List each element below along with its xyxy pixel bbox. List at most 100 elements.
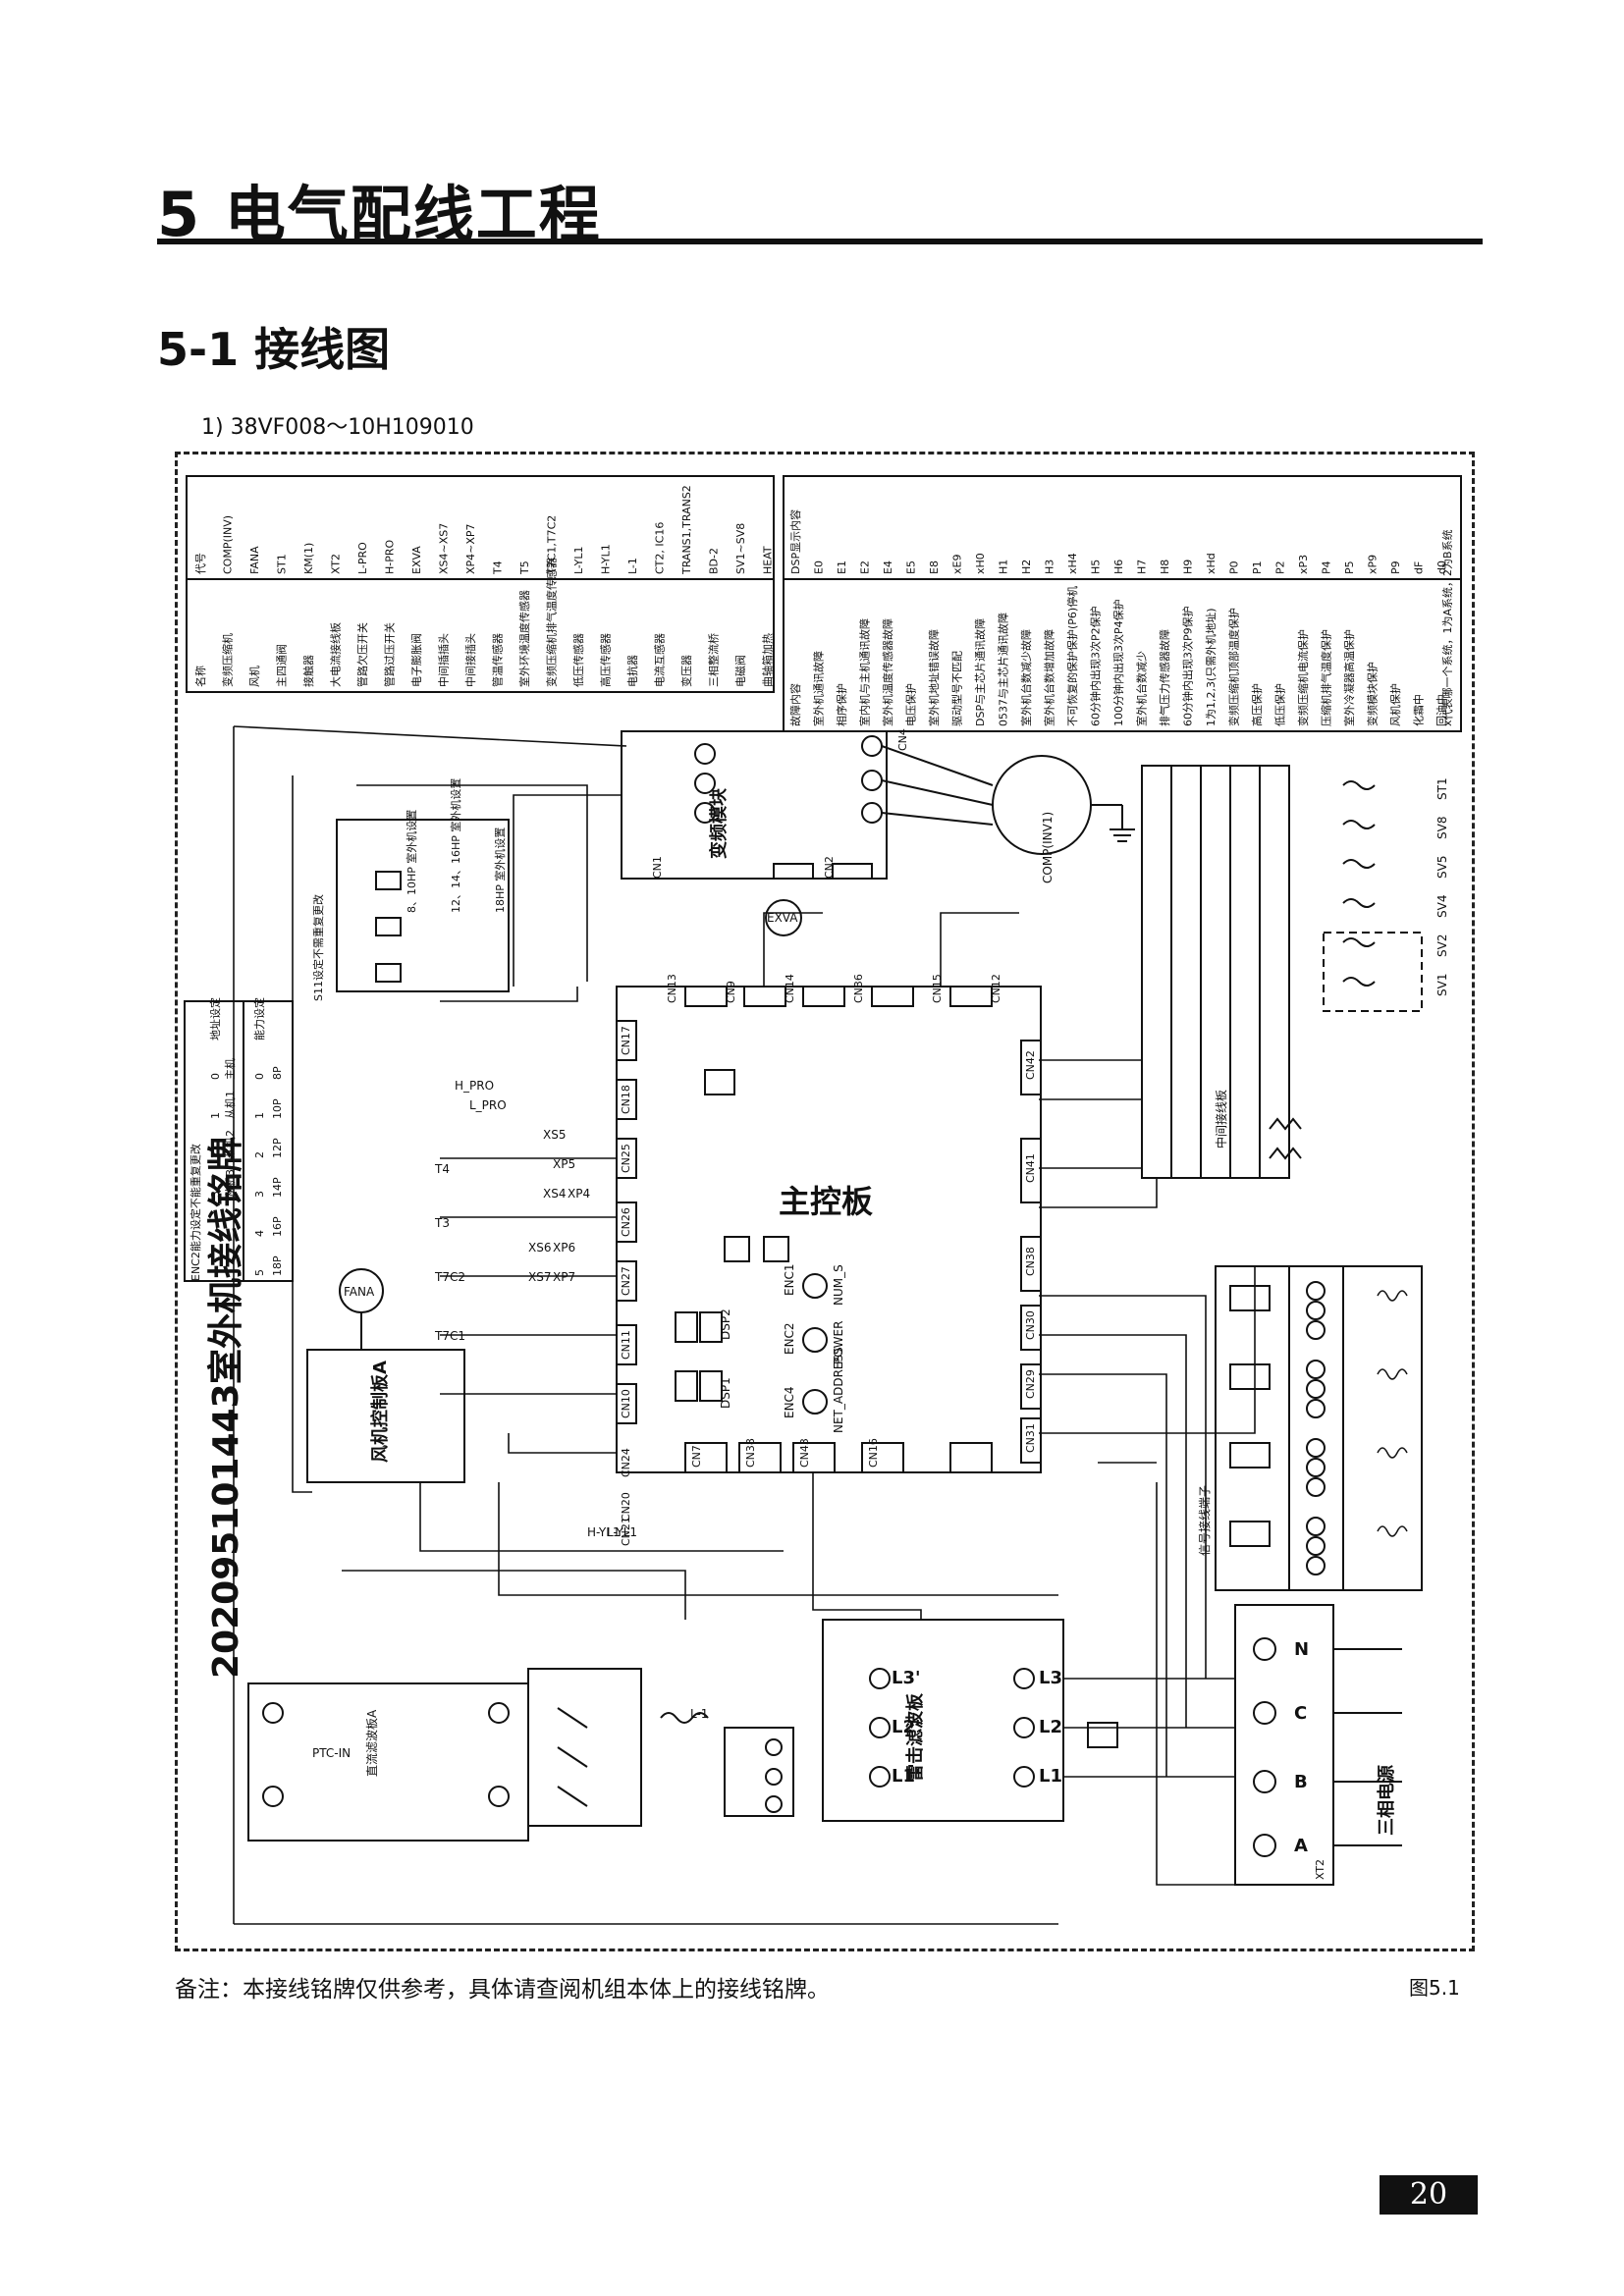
dc-filter-box <box>247 1682 529 1842</box>
compressor-label: COMP(INV1) <box>1041 812 1055 883</box>
error-code: P5 <box>1343 561 1356 574</box>
connector-label: CN12 <box>990 974 1002 1003</box>
error-code: H2 <box>1020 560 1033 574</box>
error-code: E8 <box>928 561 941 574</box>
connector-label: CN18 <box>620 1085 632 1114</box>
parts-table-code: BD-2 <box>708 548 721 574</box>
connector-label: CN26 <box>620 1207 632 1237</box>
parts-table-name: 低压传感器 <box>572 633 585 687</box>
filter-terminal-label: L1 <box>1039 1766 1062 1787</box>
wiring-lines <box>233 725 1256 1925</box>
sensor-label: L_PRO <box>469 1098 507 1112</box>
parts-table-code: H-PRO <box>384 539 397 574</box>
parts-table-code: HEAT <box>762 546 775 574</box>
connector-label: CN41 <box>1024 1153 1037 1183</box>
error-code: H5 <box>1090 560 1103 574</box>
connector-label: CN10 <box>620 1389 632 1418</box>
dip-title: S11设定不需重复更改 <box>311 894 325 1001</box>
parts-table-name: 接触器 <box>301 655 315 687</box>
parts-table-code: FANA <box>248 546 261 574</box>
power-label: POWER <box>832 1321 845 1364</box>
power-terminal-letter: A <box>1294 1836 1308 1856</box>
connector-label: CN31 <box>1024 1423 1037 1453</box>
error-description: 排气压力传感器故障 <box>1158 629 1171 726</box>
error-code: H7 <box>1136 560 1149 574</box>
sensor-label: XP6 <box>553 1241 575 1255</box>
parts-table-name: 电磁阀 <box>733 655 747 687</box>
error-description: 变频压缩机电流保护 <box>1296 629 1310 726</box>
parts-table-code: T4 <box>492 561 505 575</box>
middle-terminal-block <box>1141 765 1290 1179</box>
filter-terminal-label: L2' <box>892 1717 921 1737</box>
error-code: E2 <box>859 561 872 574</box>
error-code: xHd <box>1205 553 1218 574</box>
enc2-value: 8P <box>271 1066 284 1080</box>
error-description: 室外机温度传感器故障 <box>881 618 894 726</box>
parts-table-code: L-1 <box>626 558 639 574</box>
connector-label: CN24 <box>620 1448 632 1477</box>
parts-table-code: XS4~XS7 <box>438 523 451 574</box>
enc2-value: 14P <box>271 1177 284 1198</box>
serial-number: 202095101443 <box>206 1383 246 1679</box>
parts-table-code: XT2 <box>330 554 343 574</box>
parts-table-code: EXVA <box>410 546 423 574</box>
enc2-header: 2 <box>253 1151 266 1158</box>
parts-table-name: 风机 <box>247 666 261 687</box>
valve-label: SV2 <box>1435 934 1449 957</box>
enc2-value: 12P <box>271 1138 284 1158</box>
sensor-label: XP4 <box>568 1187 590 1201</box>
error-description: 60分钟内出现3次P2保护 <box>1089 606 1103 726</box>
enc1-value: 从机2 <box>223 1130 237 1158</box>
connector-label: CN38 <box>744 1438 757 1468</box>
error-code: P9 <box>1389 561 1402 574</box>
enc2-value: 16P <box>271 1216 284 1237</box>
comm-terminal-block <box>1215 1265 1423 1591</box>
valve-label: SV4 <box>1435 895 1449 918</box>
sensor-label: T7C2 <box>434 1270 465 1284</box>
enc1-header: 2 <box>209 1151 222 1158</box>
error-description: 室外冷凝器高温保护 <box>1342 629 1356 726</box>
parts-table-name: 室外环境温度传感器 <box>517 590 531 687</box>
enc1-header: 1 <box>209 1112 222 1119</box>
eev-label: EXVA <box>767 911 798 925</box>
parts-table-name: 大电流接线板 <box>329 622 343 687</box>
sensor-label: H_PRO <box>455 1079 494 1093</box>
main-board-label: 主控板 <box>779 1183 873 1220</box>
valve-label: ST1 <box>1435 777 1449 800</box>
parts-table-name: 中间插插头 <box>437 633 451 687</box>
connector-label: CN36 <box>852 974 865 1003</box>
error-description: DSP与主芯片通讯故障 <box>973 618 987 726</box>
connector-label: CN15 <box>931 974 944 1003</box>
nameplate-title: 室外机接线铭牌 <box>206 1137 246 1384</box>
connector-label: CN25 <box>620 1144 632 1173</box>
error-description: 化霜中 <box>1412 694 1426 726</box>
valve-label: SV1 <box>1435 974 1449 996</box>
emi-filter-label: 雷击滤波板 <box>904 1692 926 1782</box>
error-code: E0 <box>813 561 826 574</box>
connector-label: CN13 <box>666 974 678 1003</box>
parts-table-code: XP4~XP7 <box>464 523 477 574</box>
error-description: 室外机台数增加故障 <box>1043 629 1056 726</box>
error-code: P1 <box>1251 561 1264 574</box>
emi-filter-box <box>822 1619 1118 1822</box>
parts-table-name: 中间接插头 <box>463 633 477 687</box>
error-code: P4 <box>1321 561 1333 574</box>
enc2-header: 3 <box>253 1191 266 1198</box>
connector-label: CN9 <box>725 981 737 1003</box>
page-number: 20 <box>1380 2175 1478 2215</box>
dsp2-label: DSP2 <box>719 1308 732 1340</box>
chapter-title: 5 电气配线工程 <box>157 179 602 250</box>
filter-terminal-label: L1' <box>892 1766 921 1787</box>
valve-coils <box>1323 780 1423 1012</box>
dip-option: 18HP 室外机设置 <box>493 828 507 913</box>
power-terminal-letter: B <box>1294 1772 1308 1792</box>
parts-table-name: 三相整流桥 <box>707 633 721 687</box>
fan-board-box <box>306 1268 465 1483</box>
error-description: 低压保护 <box>1273 683 1287 726</box>
parts-table-code: COMP(INV) <box>222 515 235 574</box>
connector-label: CN42 <box>1024 1050 1037 1080</box>
sensor-label: XS5 <box>543 1128 566 1142</box>
connector-label: CN17 <box>620 1026 632 1055</box>
enc2-header: 0 <box>253 1073 266 1080</box>
